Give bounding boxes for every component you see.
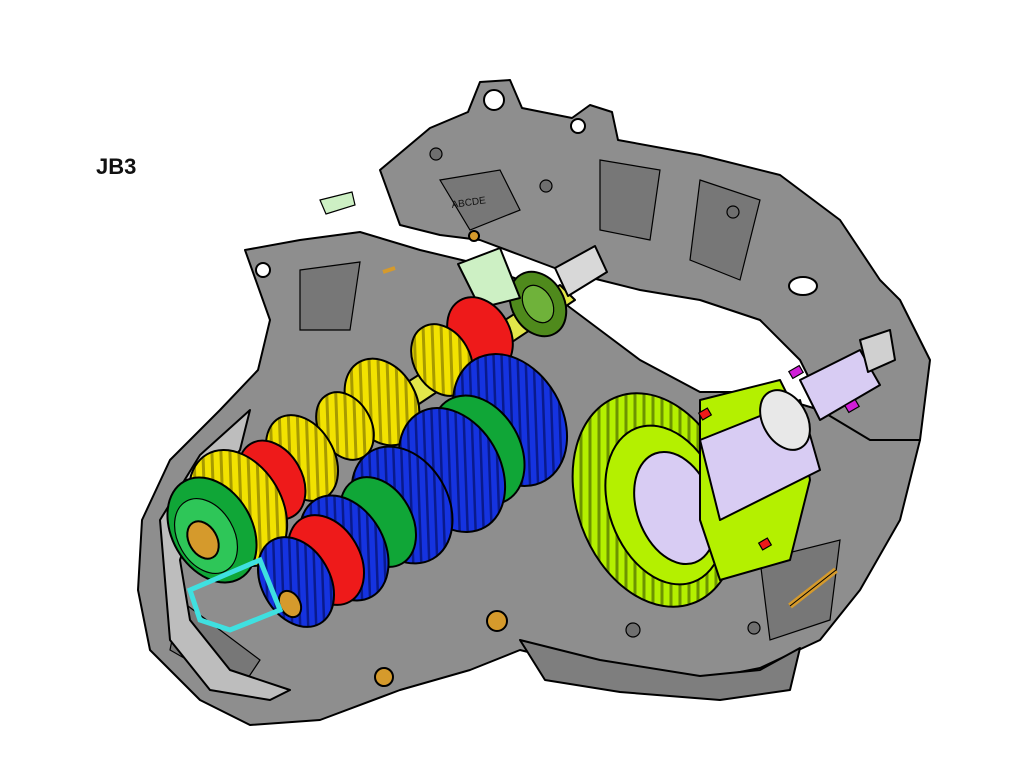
selector-rod-cyan [186, 556, 284, 633]
output-driveshaft-stub [799, 349, 881, 421]
speedo-drive [319, 191, 356, 215]
final-drive [571, 329, 896, 608]
diff-planet-gear [759, 389, 811, 451]
mounting-lugs [255, 89, 818, 638]
breather [468, 230, 480, 242]
bearing-rings-red [697, 407, 773, 551]
secondary-shaft-gears [186, 353, 569, 633]
housing-ribs [169, 159, 841, 691]
input-shaft-spline [554, 245, 608, 297]
release-fork [457, 247, 521, 309]
seal-rings-magenta [787, 364, 861, 414]
primary-shaft-gears [166, 296, 514, 584]
casting-stamp: ABCDE [451, 195, 487, 211]
lower-bolt [374, 667, 394, 687]
lower-flange [519, 639, 801, 701]
driveshaft-spline [859, 329, 896, 373]
transmission-label: JB3 [96, 154, 137, 179]
bolts [319, 191, 838, 687]
drain-bolt [486, 610, 508, 632]
input-nut [186, 520, 220, 560]
